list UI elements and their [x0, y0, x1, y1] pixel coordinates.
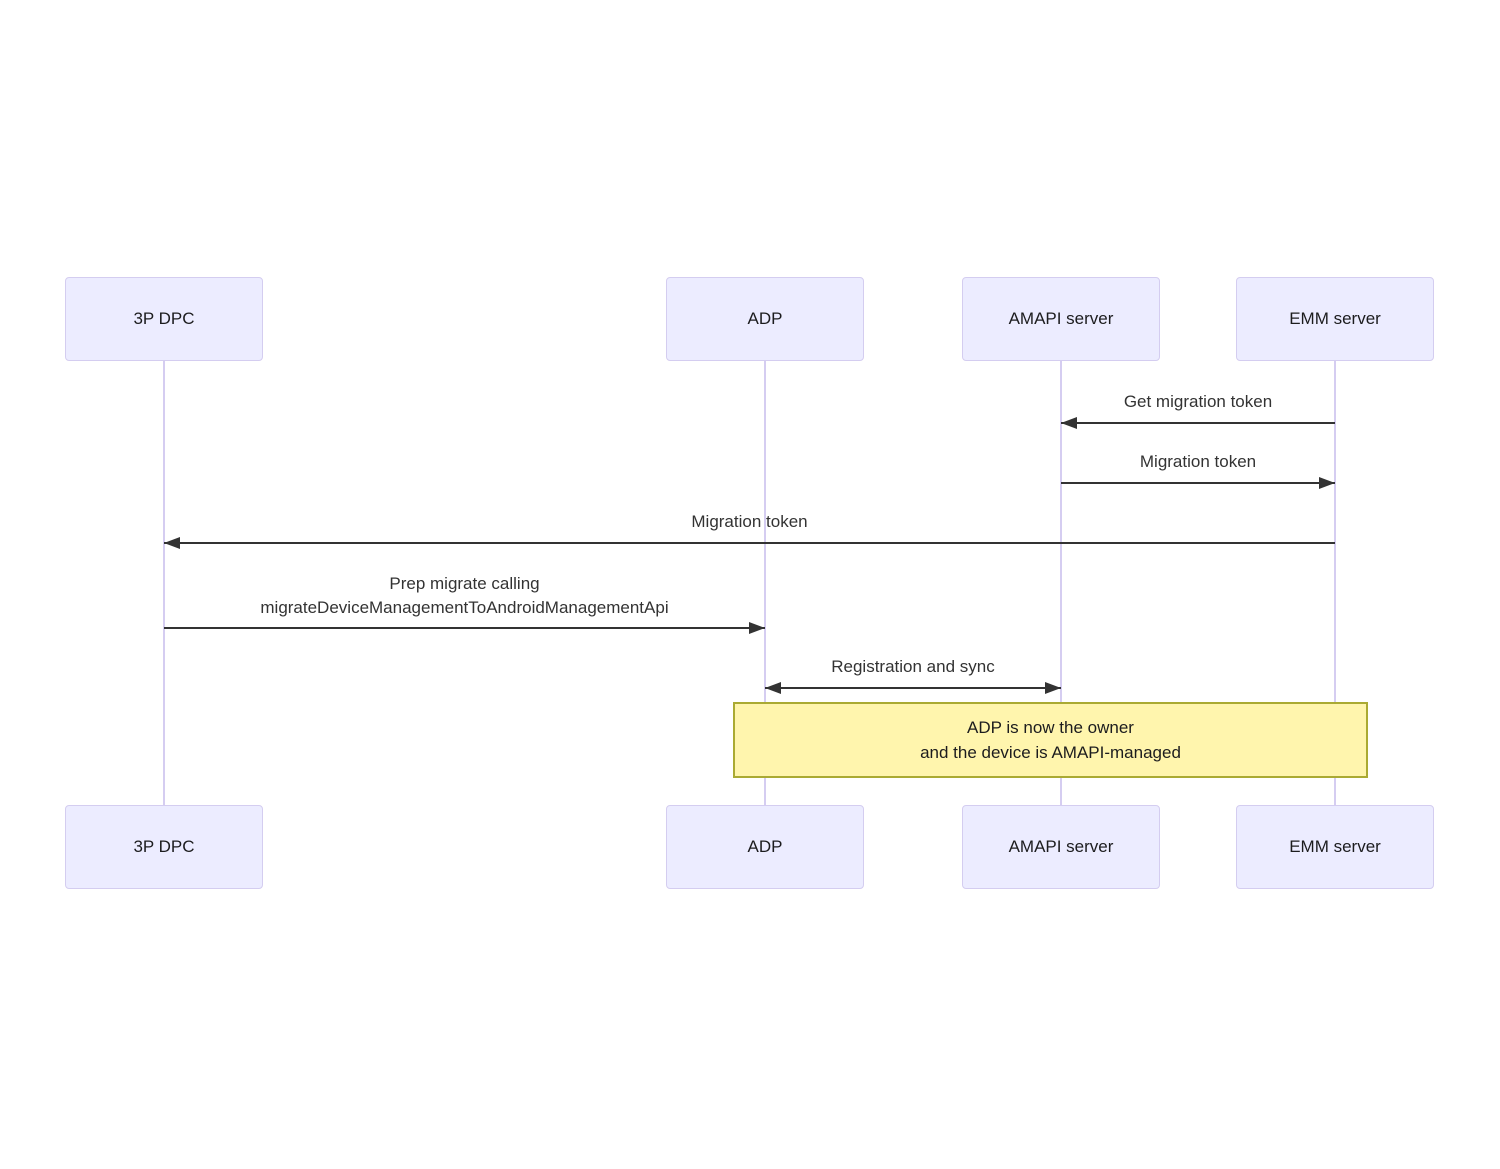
actor-emm-server-top: EMM server — [1236, 277, 1434, 361]
lifeline-amapi-server — [1060, 361, 1062, 805]
message-prep-migrate-line2: migrateDeviceManagementToAndroidManageme… — [260, 598, 669, 617]
note-line2: and the device is AMAPI-managed — [920, 743, 1181, 762]
actor-emm-server-bottom: EMM server — [1236, 805, 1434, 889]
actor-label: 3P DPC — [133, 309, 195, 328]
actor-3p-dpc-top: 3P DPC — [65, 277, 263, 361]
message-registration-and-sync-line — [765, 687, 1061, 689]
lifeline-emm-server — [1334, 361, 1336, 805]
arrowhead-left-icon — [765, 682, 781, 694]
actor-3p-dpc-bottom: 3P DPC — [65, 805, 263, 889]
lifeline-adp — [764, 361, 766, 805]
actor-adp-top: ADP — [666, 277, 864, 361]
note-line1: ADP is now the owner — [967, 718, 1134, 737]
arrowhead-right-icon — [749, 622, 765, 634]
message-prep-migrate-label: Prep migrate calling migrateDeviceManage… — [164, 572, 765, 620]
actor-amapi-server-bottom: AMAPI server — [962, 805, 1160, 889]
arrowhead-left-icon — [1061, 417, 1077, 429]
message-get-migration-token-label: Get migration token — [1123, 392, 1273, 411]
actor-label: ADP — [747, 837, 783, 856]
note-adp-owner: ADP is now the owner and the device is A… — [733, 702, 1368, 778]
message-registration-and-sync-label: Registration and sync — [831, 657, 995, 676]
actor-label: EMM server — [1289, 837, 1381, 856]
actor-label: AMAPI server — [1008, 837, 1114, 856]
message-prep-migrate-line — [164, 627, 765, 629]
lifeline-3p-dpc — [163, 361, 165, 805]
message-get-migration-token-line — [1061, 422, 1335, 424]
message-migration-token-to-3p-dpc-label: Migration token — [691, 512, 808, 531]
arrowhead-right-icon — [1045, 682, 1061, 694]
message-prep-migrate-line1: Prep migrate calling — [389, 574, 540, 593]
message-migration-token-to-emm-label: Migration token — [1139, 452, 1257, 471]
message-migration-token-to-3p-dpc-line — [164, 542, 1335, 544]
actor-label: ADP — [747, 309, 783, 328]
actor-label: 3P DPC — [133, 837, 195, 856]
actor-label: EMM server — [1289, 309, 1381, 328]
actor-label: AMAPI server — [1008, 309, 1114, 328]
arrowhead-right-icon — [1319, 477, 1335, 489]
arrowhead-left-icon — [164, 537, 180, 549]
actor-amapi-server-top: AMAPI server — [962, 277, 1160, 361]
actor-adp-bottom: ADP — [666, 805, 864, 889]
message-migration-token-to-emm-line — [1061, 482, 1335, 484]
